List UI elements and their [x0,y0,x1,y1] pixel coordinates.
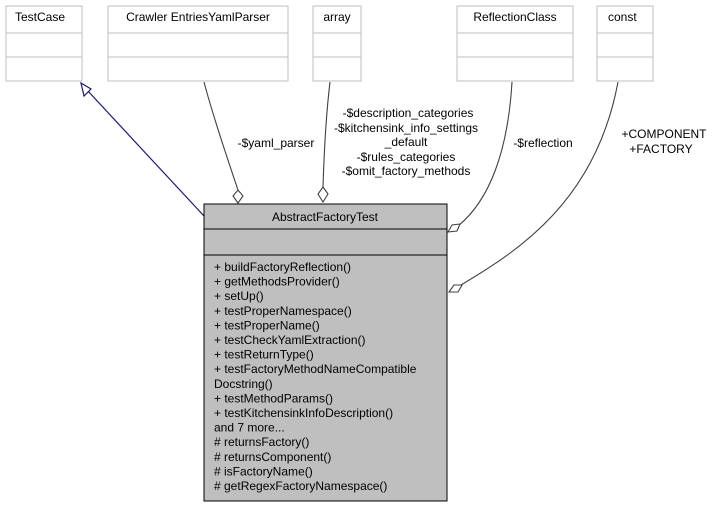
association-edge-yaml-parser [203,81,244,204]
method-item: + testReturnType() [214,348,314,362]
method-item: # returnsFactory() [214,435,309,449]
edge-label-yaml-parser: -$yaml_parser [238,136,315,150]
method-item: + setUp() [214,289,264,303]
method-item: # isFactoryName() [214,464,313,478]
edge-label-omit-factory-methods: -$omit_factory_methods [342,164,471,178]
class-const: const [596,5,654,82]
association-edge-reflection [446,81,513,233]
edge-label-reflection: -$reflection [513,136,572,150]
class-testcase: TestCase [5,5,83,82]
class-name-parser: Crawler EntriesYamlParser [126,10,270,24]
inheritance-edge-testcase [80,81,205,217]
method-item: + testKitchensinkInfoDescription() [214,406,393,420]
method-item: # returnsComponent() [214,450,331,464]
method-item: + testProperName() [214,318,320,332]
edge-label-rules-categories: -$rules_categories [357,150,456,164]
class-name-reflection: ReflectionClass [473,10,556,24]
edge-label-description-categories: -$description_categories [343,106,474,120]
class-reflection-class: ReflectionClass [456,5,574,82]
method-item: # getRegexFactoryNamespace() [214,479,387,493]
method-list: + buildFactoryReflection()+ getMethodsPr… [214,260,417,493]
class-name-array: array [323,10,350,24]
method-item: + testFactoryMethodNameCompatible [214,362,417,376]
class-name-abstract-factory-test: AbstractFactoryTest [272,210,379,224]
class-name-testcase: TestCase [15,10,65,24]
method-item: Docstring() [214,377,273,391]
method-item: + testProperNamespace() [214,304,352,318]
class-name-const: const [608,10,637,24]
method-item: + testMethodParams() [214,391,333,405]
class-array: array [312,5,362,82]
edge-label-component: +COMPONENT [621,127,707,141]
edge-label-kitchensink-default: _default [384,135,428,149]
edge-label-factory: +FACTORY [629,142,692,156]
method-item: + buildFactoryReflection() [214,260,351,274]
class-abstract-factory-test: AbstractFactoryTest + buildFactoryReflec… [203,203,448,502]
edge-label-kitchensink-info-settings: -$kitchensink_info_settings [334,121,478,135]
method-item: and 7 more... [214,421,285,435]
class-crawler-entries-yaml-parser: Crawler EntriesYamlParser [107,5,289,82]
method-item: + testCheckYamlExtraction() [214,333,366,347]
association-edge-const [447,81,619,293]
method-item: + getMethodsProvider() [214,275,340,289]
association-edge-array [317,81,331,204]
